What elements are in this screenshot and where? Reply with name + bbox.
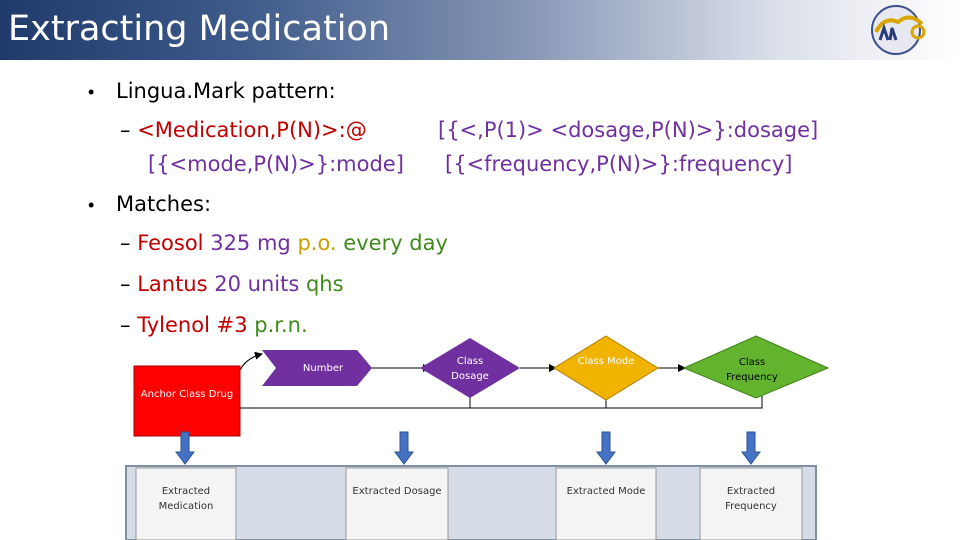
number-label: Number [302,363,344,374]
down-arrow-icon [175,431,195,465]
match-drug: Lantus [137,272,208,296]
extracted-frequency-box [699,467,803,540]
down-arrow-icon [394,431,414,465]
dash: – [120,118,138,142]
match-drug: Feosol [137,231,204,255]
match-frequency: every day [343,231,448,255]
pattern-line1: – <Medication,P(N)>:@ [120,118,367,142]
match-frequency: qhs [305,272,344,296]
match-3: – Tylenol #3 p.r.n. [120,313,308,337]
anchor-class-drug [133,365,241,437]
class-frequency-diamond [682,335,830,399]
class-frequency-label: Class Frequency [726,357,778,383]
bullet-dot: • [88,82,95,102]
match-drug: Tylenol #3 [137,313,248,337]
extracted-dosage-label: Extracted Dosage [352,486,442,497]
match-mode: p.o. [297,231,337,255]
match-dose: 20 units [214,272,300,296]
pattern-frequency: [{<frequency,P(N)>}:frequency] [445,152,793,176]
class-dosage-diamond [420,338,520,398]
slide-title: Extracting Medication [8,9,391,49]
dash: – [120,231,138,255]
extracted-medication-label: Extracted Medication [158,486,214,512]
match-2: – Lantus 20 units qhs [120,272,344,296]
class-mode-label: Class Mode [577,356,635,367]
down-arrows [175,431,761,465]
dash: – [120,272,138,296]
extracted-mode-box [555,467,657,540]
bullet-dot: • [88,195,95,215]
pattern-mode: [{<mode,P(N)>}:mode] [148,152,404,176]
match-dose: 325 mg [210,231,291,255]
extracted-frequency-label: Extracted Frequency [725,486,777,512]
anchor-label: Anchor Class Drug [140,389,234,400]
extracted-dosage-box [345,467,449,540]
dash: – [120,313,138,337]
down-arrow-icon [741,431,761,465]
title-bar: Extracting Medication [0,0,960,60]
match-frequency: p.r.n. [254,313,308,337]
match-1: – Feosol 325 mg p.o. every day [120,231,448,255]
pattern-dosage: [{<,P(1)> <dosage,P(N)>}:dosage] [438,118,819,142]
matches-label: Matches: [116,192,212,216]
extracted-medication-box [135,467,237,540]
extracted-mode-label: Extracted Mode [566,486,646,497]
number-shape [262,350,372,386]
pattern-label: Lingua.Mark pattern: [116,79,336,103]
class-mode-diamond [553,335,659,401]
down-arrow-icon [596,431,616,465]
pattern-medication: <Medication,P(N)>:@ [137,118,367,142]
class-dosage-label: Class Dosage [451,356,489,382]
logo-icon [871,5,926,55]
